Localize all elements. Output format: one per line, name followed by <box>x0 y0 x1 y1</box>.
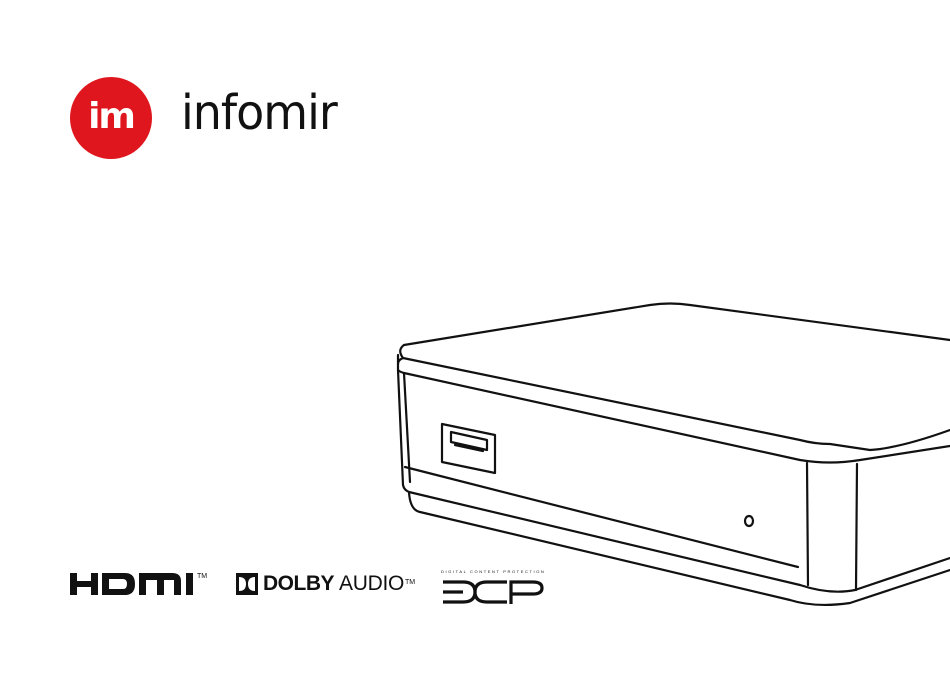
dolby-brand-text: DOLBY <box>263 572 334 596</box>
hdmi-tm: TM <box>197 573 207 580</box>
device-lid-bottom-edge <box>398 355 950 463</box>
dolby-tm: TM <box>405 579 415 586</box>
led-indicator <box>745 516 753 526</box>
device-corner-line-2 <box>856 464 857 590</box>
device-front-bottom-line <box>405 467 798 567</box>
brand-name: infomir <box>181 88 337 136</box>
device-top-front-edge <box>400 345 950 450</box>
device-corner-line-1 <box>807 463 808 585</box>
brand-logo-mark: im <box>88 99 134 135</box>
device-front-inner-left <box>404 373 410 482</box>
dcp-logo: DCP <box>441 570 545 606</box>
dolby-audio-logo: DOLBY AUDIO TM <box>236 572 415 596</box>
dolby-double-d-icon <box>236 573 258 595</box>
dcp-mark: DCP <box>490 578 492 580</box>
device-top-back-edge <box>404 304 950 346</box>
brand-logo: im <box>70 77 152 159</box>
hdmi-logo: TM <box>69 568 217 602</box>
device-base-top-edge <box>800 558 950 592</box>
dolby-product-text: AUDIO <box>339 572 404 596</box>
